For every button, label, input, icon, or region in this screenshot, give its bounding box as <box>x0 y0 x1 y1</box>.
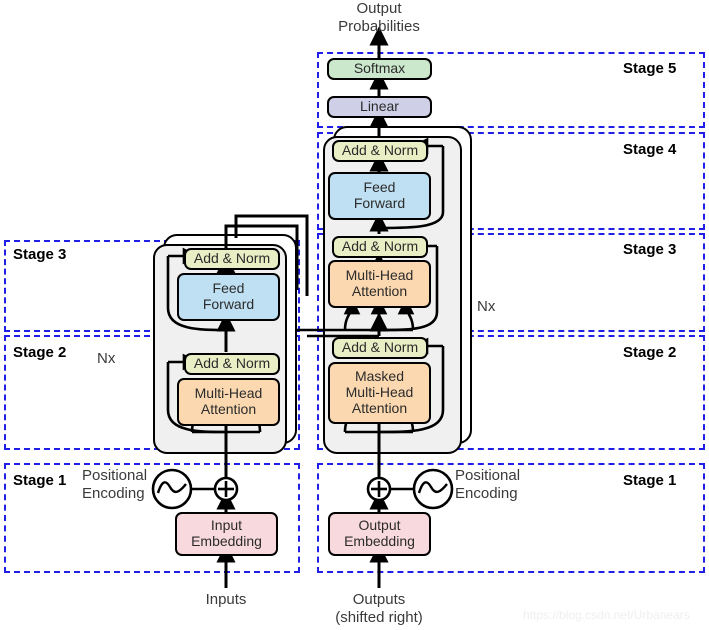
stage-label-right-1: Stage 1 <box>623 472 677 489</box>
decoder-add-norm-top: Add & Norm <box>332 140 428 162</box>
decoder-softmax: Softmax <box>327 58 432 80</box>
stage-region-right-1 <box>317 463 705 573</box>
encoder-feed-forward: Feed Forward <box>177 273 280 321</box>
stage-region-left-1 <box>4 463 300 573</box>
stage-region-right-4 <box>317 132 705 230</box>
encoder-add-norm-top: Add & Norm <box>184 248 280 270</box>
decoder-outputs-label: Outputs (shifted right) <box>335 591 423 626</box>
decoder-add-norm-bottom: Add & Norm <box>332 337 428 359</box>
decoder-add-norm-mid: Add & Norm <box>332 236 428 258</box>
encoder-input-embedding: Input Embedding <box>175 512 278 556</box>
stage-region-left-2 <box>4 335 300 450</box>
decoder-masked-multi-head-attention: Masked Multi-Head Attention <box>328 362 431 424</box>
output-probabilities-label: Output Probabilities <box>338 0 420 35</box>
decoder-nx-label: Nx <box>477 298 496 315</box>
stage-label-left-2: Stage 2 <box>13 344 67 361</box>
stage-label-right-4: Stage 4 <box>623 141 677 158</box>
encoder-multi-head-attention: Multi-Head Attention <box>177 378 280 426</box>
decoder-linear: Linear <box>327 96 432 118</box>
watermark: https://blog.csdn.net/Urbanears <box>523 608 690 622</box>
stage-region-right-2 <box>317 335 705 450</box>
encoder-inputs-label: Inputs <box>205 591 247 608</box>
stage-label-right-5: Stage 5 <box>623 60 677 77</box>
decoder-positional-encoding-label: Positional Encoding <box>455 467 521 502</box>
encoder-add-norm-bottom: Add & Norm <box>184 353 280 375</box>
decoder-multi-head-attention: Multi-Head Attention <box>328 260 431 308</box>
decoder-output-embedding: Output Embedding <box>328 512 431 556</box>
decoder-feed-forward: Feed Forward <box>328 172 431 220</box>
stage-region-right-3 <box>317 233 705 332</box>
stage-label-right-3: Stage 3 <box>623 241 677 258</box>
stage-label-left-3: Stage 3 <box>13 246 67 263</box>
encoder-positional-encoding-label: Positional Encoding <box>82 467 148 502</box>
encoder-nx-label: Nx <box>97 350 116 367</box>
stage-label-left-1: Stage 1 <box>13 472 67 489</box>
stage-region-right-5 <box>317 52 705 128</box>
stage-label-right-2: Stage 2 <box>623 344 677 361</box>
